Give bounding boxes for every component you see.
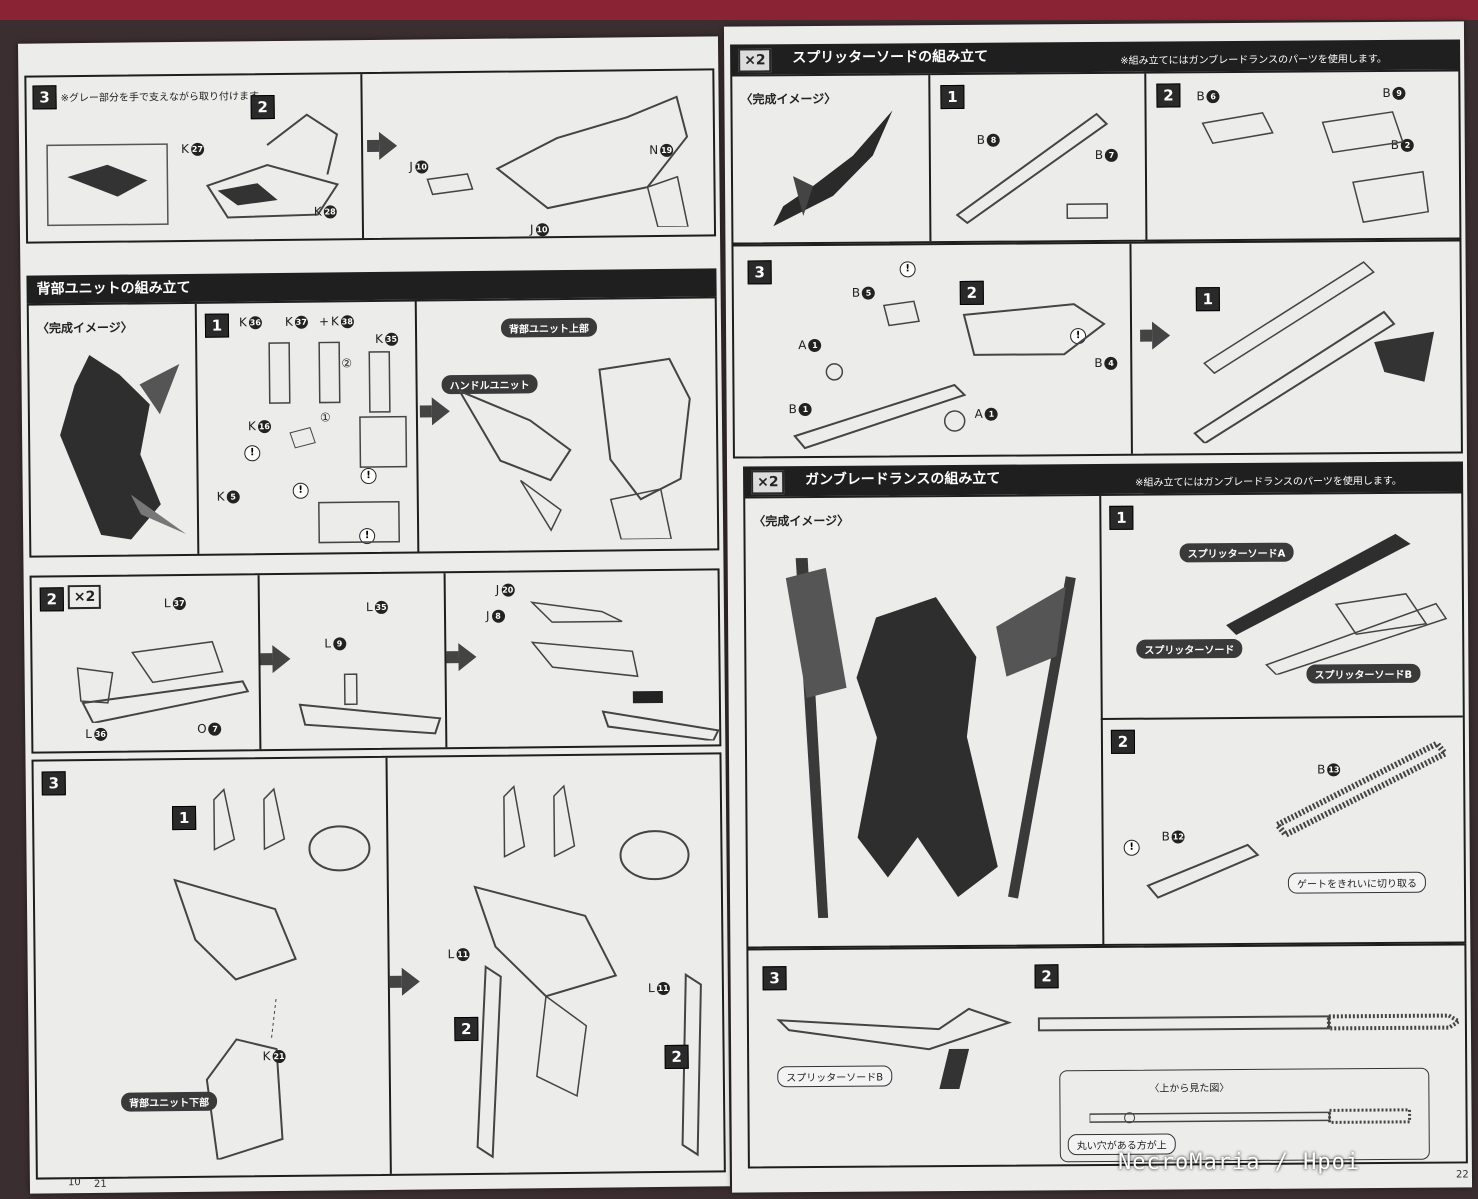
lance-shaft-illustration <box>1146 739 1450 899</box>
sword-hilt-parts-illustration <box>1201 111 1430 223</box>
step-number: 2 <box>39 587 64 612</box>
top-view-illustration <box>1089 1108 1412 1124</box>
next-arrow <box>378 131 398 160</box>
gun-assembled-illustration <box>426 95 689 228</box>
sword-assembled-illustration <box>1193 261 1435 444</box>
sword-preview-figure <box>773 110 893 227</box>
multiplier-badge: ×2 <box>751 470 785 495</box>
blade-parts-illustration <box>76 640 250 724</box>
multiplier-badge: ×2 <box>738 48 772 73</box>
back-unit-exploded-illustration <box>173 787 371 1161</box>
step-number: 1 <box>1109 505 1134 530</box>
sub-step-number: 2 <box>454 1016 479 1042</box>
tag-lower-unit: 背部ユニット下部 <box>120 1091 218 1112</box>
preview-label: 〈完成イメージ〉 <box>740 91 837 107</box>
sword-assembly-illustration <box>793 300 1106 450</box>
back-unit-parts-illustration <box>268 341 408 544</box>
tag-splitter-sword-b: スプリッターソードB <box>777 1065 893 1088</box>
lance-panel: 〈完成イメージ〉 1 スプリッターソードA スプリッターソード スプリッターソー… <box>743 491 1467 949</box>
section-note: ※組み立てにはガンブレードランスのパーツを使用します。 <box>1135 475 1402 489</box>
plus-sign: + <box>318 314 330 329</box>
sub-step-number: 2 <box>664 1044 689 1069</box>
multiplier-badge: ×2 <box>67 584 102 610</box>
page-number-inner: 21 <box>93 1178 107 1190</box>
blade-step-illustration <box>298 673 442 735</box>
preview-label: 〈完成イメージ〉 <box>753 513 850 529</box>
tag-upper-unit: 背部ユニット上部 <box>500 317 598 338</box>
lance-step1-illustration <box>1226 533 1448 676</box>
next-arrow <box>1152 321 1171 350</box>
section-note: ※組み立てにはガンブレードランスのパーツを使用します。 <box>1120 53 1387 67</box>
back-unit-assembled-illustration <box>457 357 691 541</box>
gun-assembly-illustration <box>46 113 340 227</box>
back-unit-preview-figure <box>60 354 187 540</box>
lance-final-illustration <box>776 1007 1460 1090</box>
back-unit-final-illustration <box>473 784 702 1159</box>
next-arrow <box>401 967 420 996</box>
sword-blade-illustration <box>955 112 1109 225</box>
next-arrow <box>458 642 477 672</box>
desk-background <box>0 0 1478 20</box>
right-page: スプリッターソードの組み立て ×2 ※組み立てにはガンブレードランスのパーツを使… <box>723 21 1473 1193</box>
page-number-outer: 10 <box>67 1177 81 1189</box>
next-arrow <box>272 644 291 674</box>
step-number: 3 <box>41 771 66 796</box>
step-note: ※グレー部分を手で支えながら取り付けます。 <box>60 91 269 105</box>
blade-assembled-illustration <box>529 601 720 742</box>
page-number: 22 <box>1455 1169 1469 1181</box>
step-number: 3 <box>32 85 57 110</box>
preview-label: 〈完成イメージ〉 <box>36 320 133 336</box>
watermark: NecroMaria / Hpoi <box>1118 1150 1361 1175</box>
step-number: 2 <box>1156 83 1181 108</box>
gate-note: ゲートをきれいに切り取る <box>1287 871 1427 894</box>
lance-step3-panel: 3 2 スプリッターソードB 〈上から見た図〉 丸い穴がある方が上 <box>746 943 1468 1169</box>
lance-preview-figure <box>785 558 1076 918</box>
step-number: 1 <box>204 313 230 338</box>
step-number: 3 <box>747 260 772 285</box>
